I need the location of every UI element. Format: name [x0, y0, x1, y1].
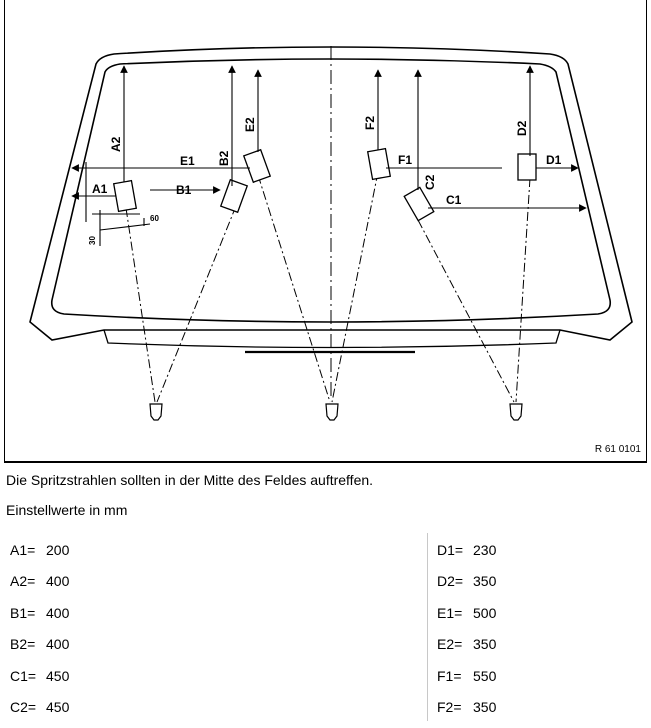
dimension-lines [71, 65, 587, 246]
figure-code: R 61 0101 [594, 444, 641, 455]
label-b2: B2 [217, 150, 231, 166]
value-number: 400 [46, 636, 70, 653]
instruction-note: Die Spritzstrahlen sollten in der Mitte … [6, 472, 374, 488]
nozzle-centre [325, 403, 339, 421]
label-dim-60: 60 [150, 214, 159, 223]
value-key: C2= [10, 698, 37, 715]
value-row: B2= 400 [10, 634, 69, 665]
value-row: D2= 350 [437, 571, 496, 602]
value-number: 400 [46, 604, 70, 621]
label-d1: D1 [546, 153, 562, 167]
value-row: B1= 400 [10, 603, 69, 634]
value-key: A1= [10, 542, 36, 558]
value-row: F1= 550 [437, 666, 496, 697]
value-key: E1= [437, 604, 463, 621]
windshield-diagram: A2 B2 E2 F2 C2 D2 E1 A1 B1 F1 D1 C1 60 3… [29, 46, 633, 421]
value-number: 500 [473, 604, 497, 621]
label-f1: F1 [398, 153, 412, 167]
nozzle-right [509, 403, 523, 421]
label-d2: D2 [515, 120, 529, 136]
value-row: A2= 400 [10, 571, 69, 602]
windshield-outer-outline [29, 46, 633, 341]
label-c1: C1 [446, 193, 462, 207]
label-f2: F2 [363, 116, 377, 130]
figure-frame [4, 0, 647, 463]
value-key: F1= [437, 667, 462, 684]
column-divider [427, 533, 428, 721]
value-row: C1= 450 [10, 666, 69, 697]
value-key: D1= [437, 542, 464, 558]
windshield-inner-outline [50, 58, 612, 323]
spray-paths [125, 171, 531, 403]
label-e2: E2 [243, 117, 257, 132]
value-row: F2= 350 [437, 697, 496, 728]
value-number: 550 [473, 667, 497, 684]
value-number: 350 [473, 636, 497, 653]
label-c2: C2 [423, 174, 437, 190]
value-key: B2= [10, 636, 36, 653]
value-key: F2= [437, 698, 462, 715]
cowl-line [103, 329, 561, 349]
value-row: A1= 200 [10, 540, 69, 571]
value-number: 400 [46, 573, 70, 590]
label-b1: B1 [176, 183, 192, 197]
value-number: 350 [473, 573, 497, 590]
value-row: D1= 230 [437, 540, 496, 571]
value-row: C2= 450 [10, 697, 69, 728]
value-number: 230 [473, 542, 497, 558]
label-dim-30: 30 [88, 236, 97, 245]
nozzles [149, 403, 523, 421]
value-key: A2= [10, 573, 36, 590]
values-list-left: A1= 200 A2= 400 B1= 400 B2= 400 C1= 450 C2= 45… [10, 540, 69, 728]
label-a1: A1 [92, 182, 108, 196]
value-row: E1= 500 [437, 603, 496, 634]
units-label: Einstellwerte in mm [6, 502, 128, 518]
value-number: 350 [473, 698, 497, 715]
values-list-right: D1= 230 D2= 350 E1= 500 E2= 350 F1= 550 F2= 35… [437, 540, 496, 728]
value-key: D2= [437, 573, 464, 590]
value-key: C1= [10, 667, 37, 684]
value-key: E2= [437, 636, 463, 653]
label-e1: E1 [180, 154, 195, 168]
label-a2: A2 [109, 136, 123, 152]
value-number: 200 [46, 542, 70, 558]
target-fields [112, 147, 537, 222]
value-number: 450 [46, 698, 70, 715]
value-number: 450 [46, 667, 70, 684]
value-key: B1= [10, 604, 36, 621]
nozzle-left [149, 403, 163, 421]
value-row: E2= 350 [437, 634, 496, 665]
